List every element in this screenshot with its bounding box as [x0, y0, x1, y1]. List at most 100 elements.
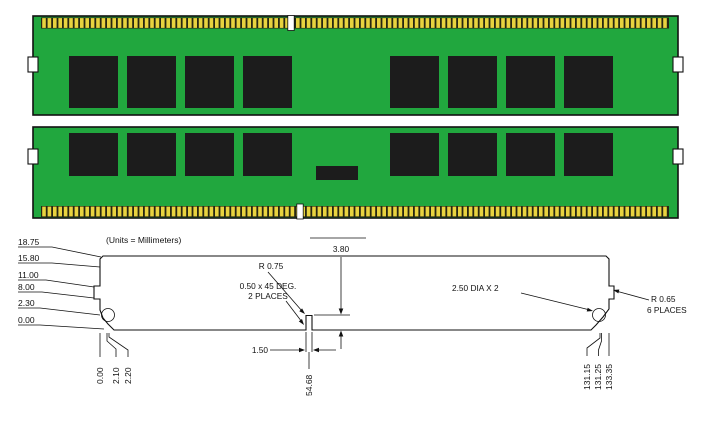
connector-pin: [150, 18, 154, 28]
connector-pin: [468, 18, 473, 28]
corner-radius-label-2: 6 PLACES: [647, 305, 687, 315]
connector-pin: [614, 18, 619, 28]
connector-pin: [377, 18, 381, 28]
connector-pin: [652, 206, 656, 217]
memory-chip: [448, 133, 497, 176]
leader-line: [18, 262, 101, 268]
connector-pin: [571, 18, 575, 28]
connector-pin: [425, 18, 430, 28]
connector-pin: [177, 18, 181, 28]
connector-pin: [69, 206, 73, 217]
memory-chip: [127, 56, 176, 108]
dim-label-bottom-right-2: 133.35: [604, 364, 614, 390]
connector-pin: [182, 18, 187, 28]
connector-pin: [74, 18, 79, 28]
dim-label-left-4: 2.30: [18, 298, 35, 308]
connector-pin: [47, 18, 52, 28]
memory-chip: [127, 133, 176, 176]
memory-chip: [69, 133, 118, 176]
connector-pin: [495, 18, 500, 28]
extension-line: [598, 333, 602, 356]
dimm-module-front: [27, 15, 684, 116]
connector-pin: [382, 206, 386, 217]
memory-chip: [506, 133, 555, 176]
connector-pin: [225, 18, 230, 28]
connector-pin: [490, 206, 494, 217]
memory-chip: [69, 56, 118, 108]
connector-pin: [263, 206, 268, 217]
connector-pin: [512, 18, 516, 28]
edge-connector-bottom: [41, 203, 669, 220]
connector-pin: [425, 206, 430, 217]
connector-pin: [641, 206, 646, 217]
connector-pin: [279, 206, 284, 217]
connector-pin: [393, 206, 397, 217]
connector-pin: [431, 18, 435, 28]
dimm-module-back: [27, 126, 684, 220]
chamfer-label-2: 2 PLACES: [248, 291, 288, 301]
connector-pin: [80, 18, 84, 28]
connector-pin: [333, 18, 338, 28]
connector-pin: [42, 206, 46, 217]
connector-pin: [582, 206, 586, 217]
edge-connector-top: [41, 15, 669, 31]
extension-line: [586, 333, 601, 356]
connector-pin: [436, 18, 440, 28]
connector-pin: [598, 206, 602, 217]
memory-chip: [185, 133, 234, 176]
connector-pin: [490, 18, 494, 28]
connector-pin: [625, 206, 629, 217]
memory-chip: [448, 56, 497, 108]
leader-line: [18, 307, 101, 316]
latch-notch-right: [672, 148, 684, 165]
connector-pin: [166, 206, 170, 217]
connector-pin: [587, 18, 592, 28]
connector-pin: [177, 206, 181, 217]
connector-pin: [355, 18, 359, 28]
connector-pin: [204, 206, 208, 217]
arrowhead: [613, 289, 620, 294]
connector-pin: [350, 18, 354, 28]
connector-pin: [533, 206, 538, 217]
connector-pin: [657, 206, 662, 217]
connector-pin: [517, 18, 521, 28]
connector-pin: [58, 18, 62, 28]
connector-pin: [555, 18, 559, 28]
connector-pin: [301, 18, 305, 28]
connector-pin: [166, 18, 170, 28]
chip-row-left: [69, 133, 292, 176]
connector-pin: [404, 206, 408, 217]
connector-pin: [387, 206, 392, 217]
connector-pin: [539, 18, 543, 28]
connector-pin: [242, 206, 246, 217]
connector-pin: [468, 206, 473, 217]
connector-pin: [647, 206, 651, 217]
memory-chip: [243, 133, 292, 176]
connector-pin: [441, 206, 446, 217]
connector-pin: [215, 18, 219, 28]
connector-pin: [134, 206, 138, 217]
connector-pin: [463, 206, 467, 217]
memory-chip: [243, 56, 292, 108]
connector-pin: [522, 206, 527, 217]
connector-pin: [333, 206, 338, 217]
connector-pin: [355, 206, 359, 217]
connector-pin: [598, 18, 602, 28]
connector-pin: [150, 206, 154, 217]
connector-pin: [312, 18, 316, 28]
dim-label-bottom-right-1: 131.25: [593, 364, 603, 390]
connector-key-notch: [287, 15, 295, 31]
connector-pin: [566, 18, 570, 28]
connector-pin: [139, 18, 143, 28]
connector-pin: [107, 206, 111, 217]
connector-pin: [603, 18, 608, 28]
connector-pin: [339, 18, 343, 28]
connector-pin: [576, 18, 581, 28]
connector-pin: [225, 206, 230, 217]
arrowhead-right: [299, 347, 305, 353]
connector-pin: [641, 18, 646, 28]
connector-pin: [290, 206, 295, 217]
dimension-drawing: (Units = Millimeters) 18.75 15.80 11.00 …: [18, 235, 687, 396]
leader-line: [267, 271, 303, 312]
